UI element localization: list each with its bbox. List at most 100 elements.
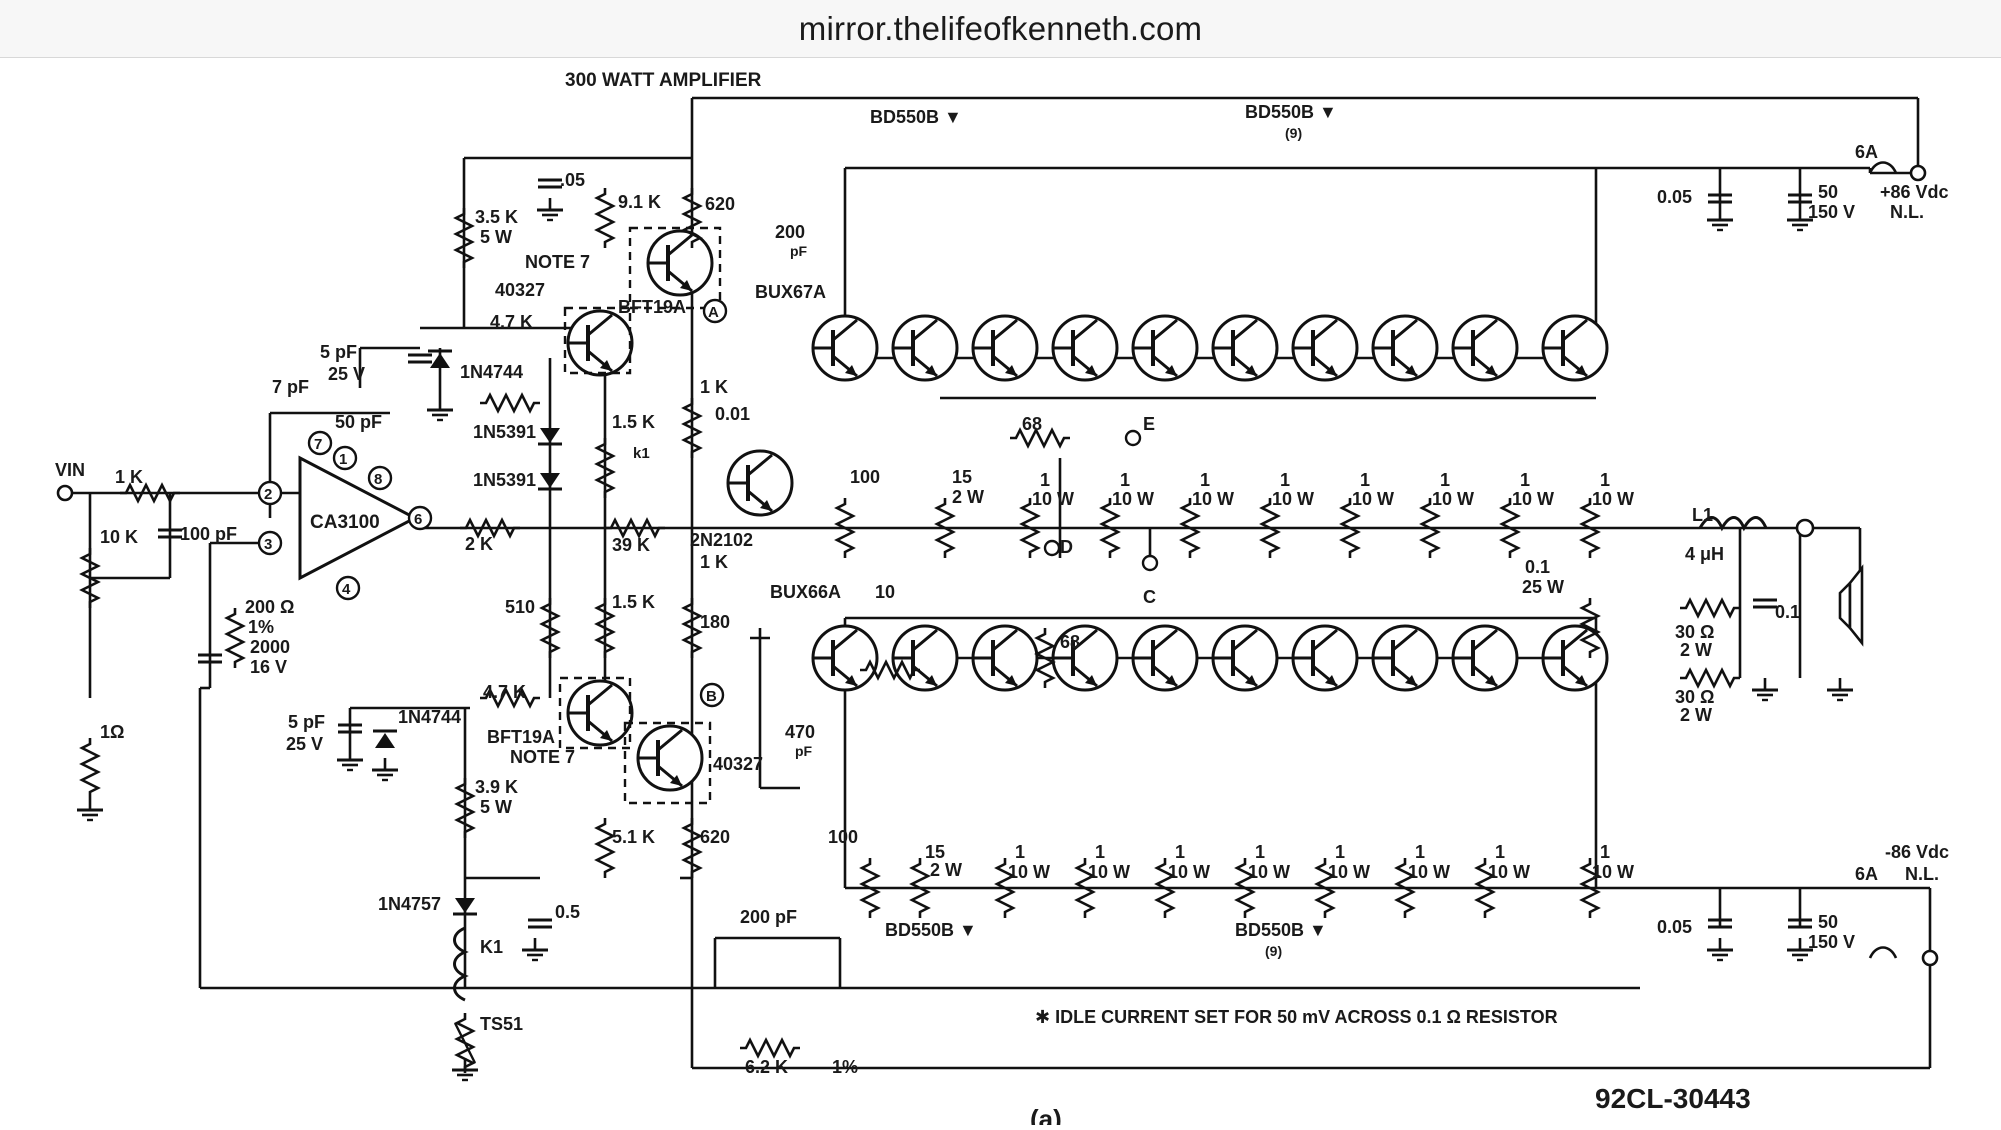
r-620-top: 620 <box>705 194 735 214</box>
r-emitter-b7: 1 <box>1495 842 1505 862</box>
z-1n4757: 1N4757 <box>378 894 441 914</box>
output-group-bottom-single: BD550B ▼ <box>885 920 977 940</box>
c-50-top: 50 <box>1818 182 1838 202</box>
output-group-bottom-multi: BD550B ▼ <box>1235 920 1327 940</box>
opamp-pin-7: 7 <box>314 436 322 453</box>
r-emitter-8: 1 <box>1600 470 1610 490</box>
op-amp-symbol <box>257 430 433 601</box>
r-emitter-b3-w: 10 W <box>1168 862 1210 882</box>
pot-1k: 1 K <box>700 552 728 572</box>
r-emitter-7: 1 <box>1520 470 1530 490</box>
r-1k-mid: 1 K <box>700 377 728 397</box>
c-470pf-unit: pF <box>795 743 813 759</box>
c-5pf-top-v: 25 V <box>328 364 365 384</box>
browser-address-bar[interactable]: mirror.thelifeofkenneth.com <box>0 0 2001 58</box>
supply-negative-label: -86 Vdc <box>1885 842 1949 862</box>
r-15-bot: 15 <box>925 842 945 862</box>
r-emitter-7-w: 10 W <box>1512 489 1554 509</box>
r-5-1k: 5.1 K <box>612 827 655 847</box>
c-50-bot-v: 150 V <box>1808 932 1855 952</box>
r-emitter-5: 1 <box>1360 470 1370 490</box>
address-text: mirror.thelifeofkenneth.com <box>798 9 1203 47</box>
r-emitter-b2-w: 10 W <box>1088 862 1130 882</box>
output-group-top-single: BD550B ▼ <box>870 107 962 127</box>
r-emitter-1-w: 10 W <box>1032 489 1074 509</box>
l1-value: 4 μH <box>1685 544 1724 564</box>
part-number: 92CL-30443 <box>1595 1083 1751 1114</box>
figure-label: (a) <box>1030 1104 1062 1125</box>
r-1-5k-a: 1.5 K <box>612 412 655 432</box>
r-emitter-4: 1 <box>1280 470 1290 490</box>
r-emitter-6-w: 10 W <box>1432 489 1474 509</box>
c-0-5: 0.5 <box>555 902 580 922</box>
c-200pf-fb: 200 pF <box>740 907 797 927</box>
r-emitter-2-w: 10 W <box>1112 489 1154 509</box>
r-30-b-w: 2 W <box>1680 705 1712 725</box>
relay-and-thermal <box>453 926 477 1075</box>
c-05: .05 <box>560 170 585 190</box>
r-510: 510 <box>505 597 535 617</box>
schematic-labels: 300 WATT AMPLIFIER 92CL-30443 (a) ✱ IDLE… <box>55 70 1949 1130</box>
node-b: B <box>706 688 717 705</box>
l1-label: L1 <box>1692 505 1713 525</box>
fuse-top-label: 6A <box>1855 142 1878 162</box>
amplifier-schematic: 300 WATT AMPLIFIER 92CL-30443 (a) ✱ IDLE… <box>55 70 1949 1130</box>
output-network <box>1698 516 1864 647</box>
r-in-series: 1 K <box>115 467 143 487</box>
r-4-7k-top: 4.7 K <box>490 312 533 332</box>
r-emitter-b3: 1 <box>1175 842 1185 862</box>
c-2000: 2000 <box>250 637 290 657</box>
c-0-1-out: 0.1 <box>1775 602 1800 622</box>
bias-transistor-label: 2N2102 <box>690 530 753 550</box>
r-emitter-b8: 1 <box>1600 842 1610 862</box>
capacitors <box>156 178 1814 929</box>
r-3-9k: 3.9 K <box>475 777 518 797</box>
r-emitter-b5-w: 10 W <box>1328 862 1370 882</box>
r-2k: 2 K <box>465 534 493 554</box>
diodes <box>373 349 562 916</box>
r-1-5k-b: 1.5 K <box>612 592 655 612</box>
r-180: 180 <box>700 612 730 632</box>
opamp-pin-1: 1 <box>339 451 347 468</box>
r-emitter-b5: 1 <box>1335 842 1345 862</box>
r-30-a: 30 Ω <box>1675 622 1714 642</box>
c-5pf-bot: 5 pF <box>288 712 325 732</box>
r-emitter-b4-w: 10 W <box>1248 862 1290 882</box>
c-in: 100 pF <box>180 524 237 544</box>
r-emitter-1: 1 <box>1040 470 1050 490</box>
fuse-bottom-label: 6A <box>1855 864 1878 884</box>
thermal-ts51: TS51 <box>480 1014 523 1034</box>
schematic-image: 300 WATT AMPLIFIER 92CL-30443 (a) ✱ IDLE… <box>0 58 2001 1130</box>
z-1n4744-bot: 1N4744 <box>398 707 461 727</box>
r-6-2k: 6.2 K <box>745 1057 788 1077</box>
c-5pf-bot-v: 25 V <box>286 734 323 754</box>
r-emitter-b1-w: 10 W <box>1008 862 1050 882</box>
opamp-pin-8: 8 <box>374 471 382 488</box>
r-emitter-b8-w: 10 W <box>1592 862 1634 882</box>
node-d: D <box>1060 537 1073 557</box>
output-group-top-multi: BD550B ▼ <box>1245 102 1337 122</box>
output-group-bottom-count: (9) <box>1265 943 1282 959</box>
r-15-bot-w: 2 W <box>930 860 962 880</box>
c-50-top-v: 150 V <box>1808 202 1855 222</box>
c-200pf-top: 200 <box>775 222 805 242</box>
supply-negative-nl: N.L. <box>1905 864 1939 884</box>
predriver-bottom-label: BFT19A <box>487 727 555 747</box>
r-30-b: 30 Ω <box>1675 687 1714 707</box>
relay-k1: K1 <box>480 937 503 957</box>
r-0-1-w: 25 W <box>1522 577 1564 597</box>
r-emitter-6: 1 <box>1440 470 1450 490</box>
transistor-array-top <box>811 314 1609 382</box>
r-emitter-3-w: 10 W <box>1192 489 1234 509</box>
r-emitter-5-w: 10 W <box>1352 489 1394 509</box>
r-620-bot: 620 <box>700 827 730 847</box>
node-markers <box>699 298 1159 708</box>
opamp-pin-4: 4 <box>342 581 351 598</box>
r-15-top: 15 <box>952 467 972 487</box>
d-1n5391-a: 1N5391 <box>473 422 536 442</box>
r-gnd: 1Ω <box>100 722 124 742</box>
r-emitter-b1: 1 <box>1015 842 1025 862</box>
footnote: ✱ IDLE CURRENT SET FOR 50 mV ACROSS 0.1 … <box>1035 1007 1558 1027</box>
r-100-top: 100 <box>850 467 880 487</box>
c-50-bot: 50 <box>1818 912 1838 932</box>
